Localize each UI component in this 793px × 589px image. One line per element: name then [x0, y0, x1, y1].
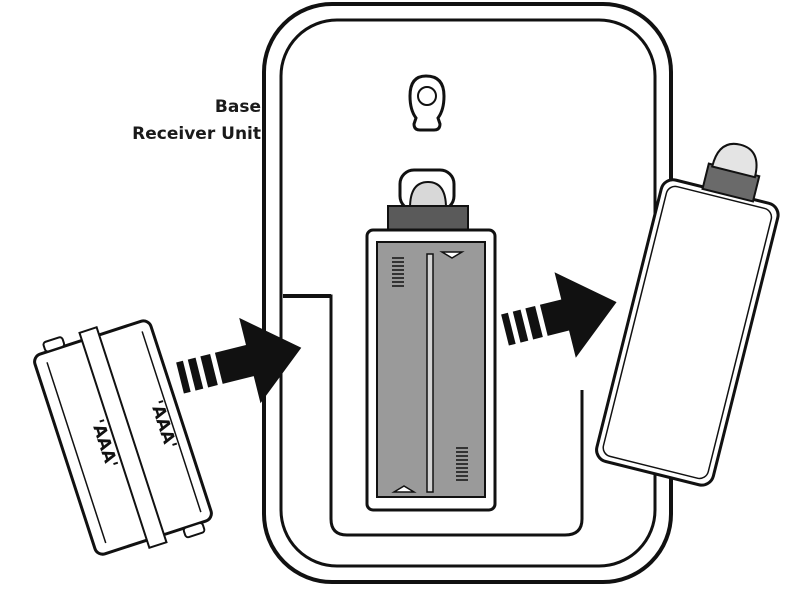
unit-label-line2: Receiver Unit [132, 124, 261, 144]
aaa-batteries: 'AAA' 'AAA' [29, 309, 216, 565]
keyhole-slot [410, 76, 444, 130]
unit-label-line1: Base [215, 97, 261, 117]
